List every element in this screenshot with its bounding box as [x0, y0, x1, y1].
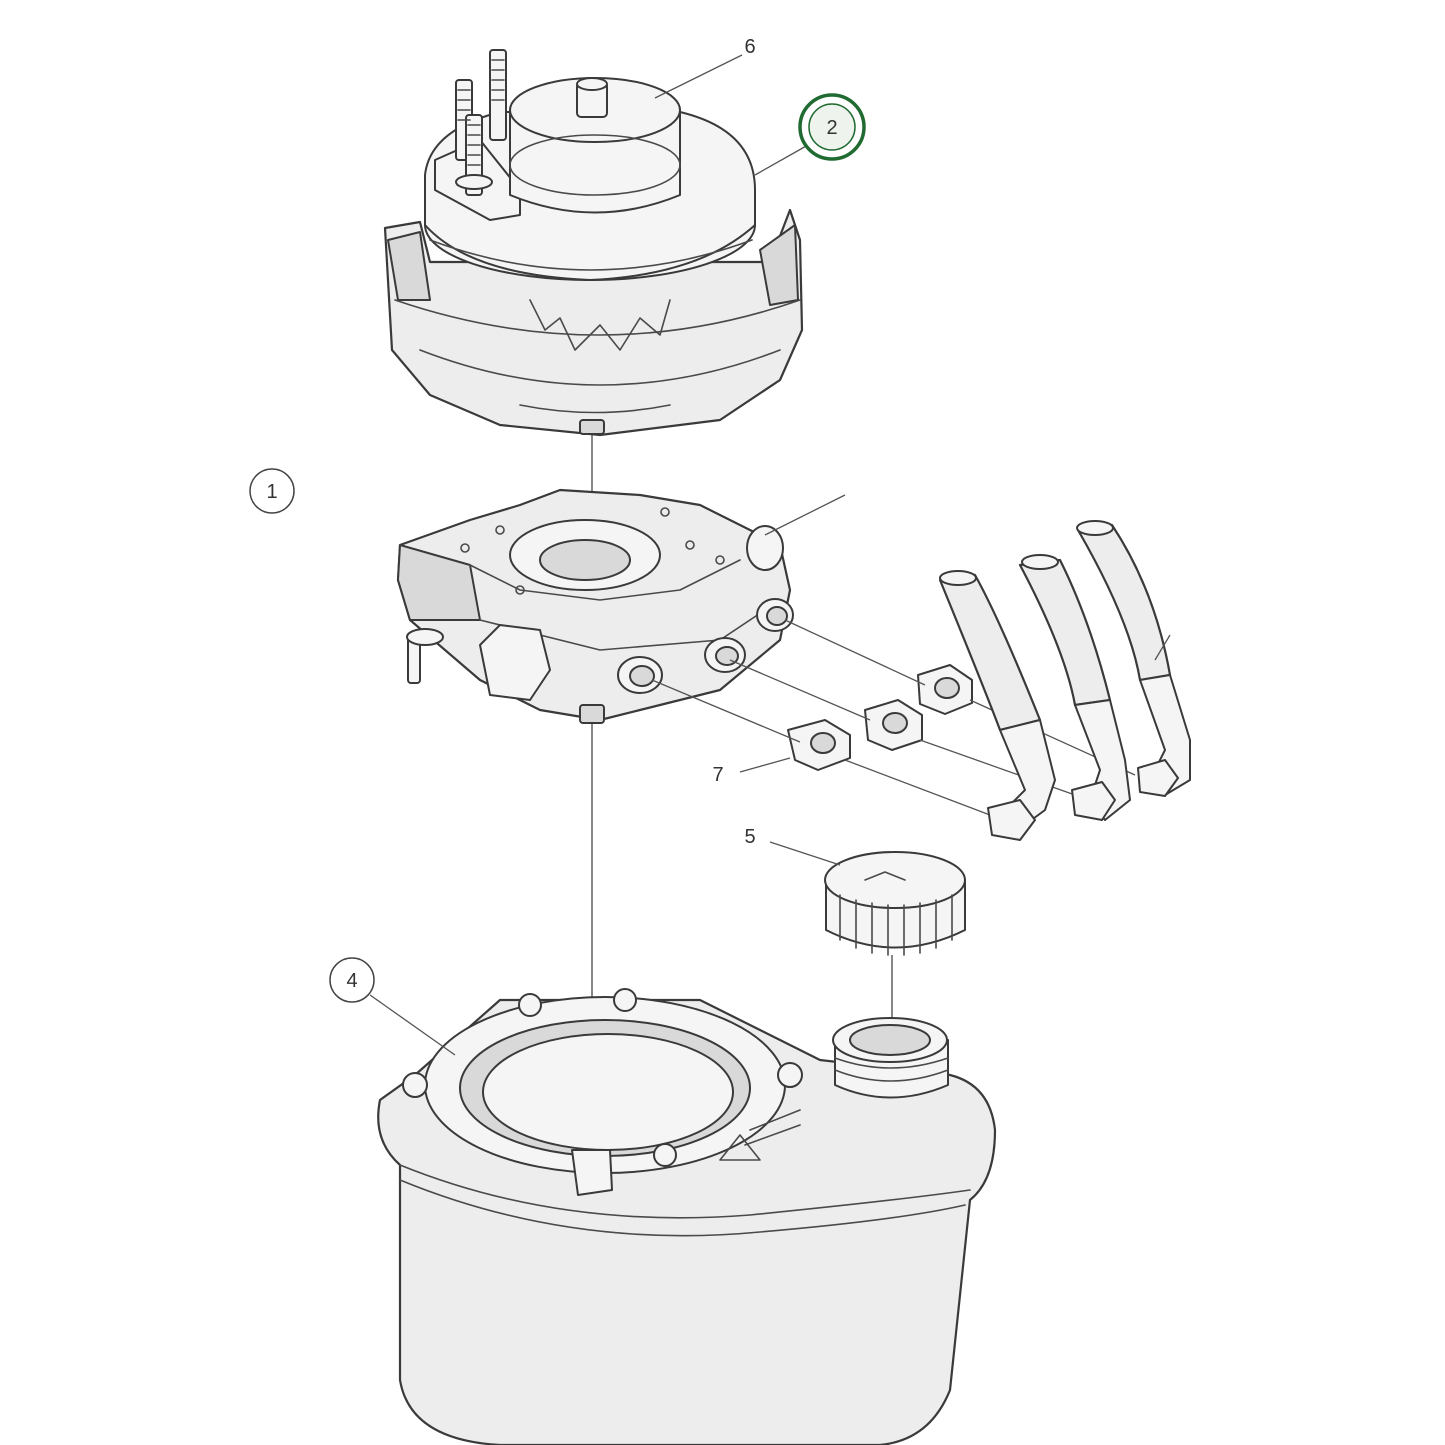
tank-part[interactable]: [377, 988, 997, 1445]
callout-1[interactable]: 1: [249, 468, 295, 514]
fitting-nuts-part[interactable]: [787, 664, 973, 771]
callout-5-label: 5: [744, 826, 755, 848]
callout-5[interactable]: 5: [744, 826, 755, 848]
hose-assembly[interactable]: [938, 520, 1191, 841]
callout-6[interactable]: 6: [744, 36, 755, 58]
callout-7[interactable]: 7: [712, 764, 723, 786]
callout-7-label: 7: [712, 764, 723, 786]
motor-part[interactable]: [383, 49, 804, 437]
filler-cap-part[interactable]: [824, 851, 966, 956]
callout-1-label: 1: [266, 481, 277, 503]
pump-head-part[interactable]: [396, 488, 794, 724]
callout-6-label: 6: [744, 36, 755, 58]
callout-2-selected[interactable]: 2: [798, 93, 866, 161]
callout-2-label: 2: [826, 117, 837, 139]
callout-4[interactable]: 4: [329, 957, 375, 1003]
threaded-studs: [455, 49, 507, 196]
callout-4-label: 4: [346, 970, 357, 992]
